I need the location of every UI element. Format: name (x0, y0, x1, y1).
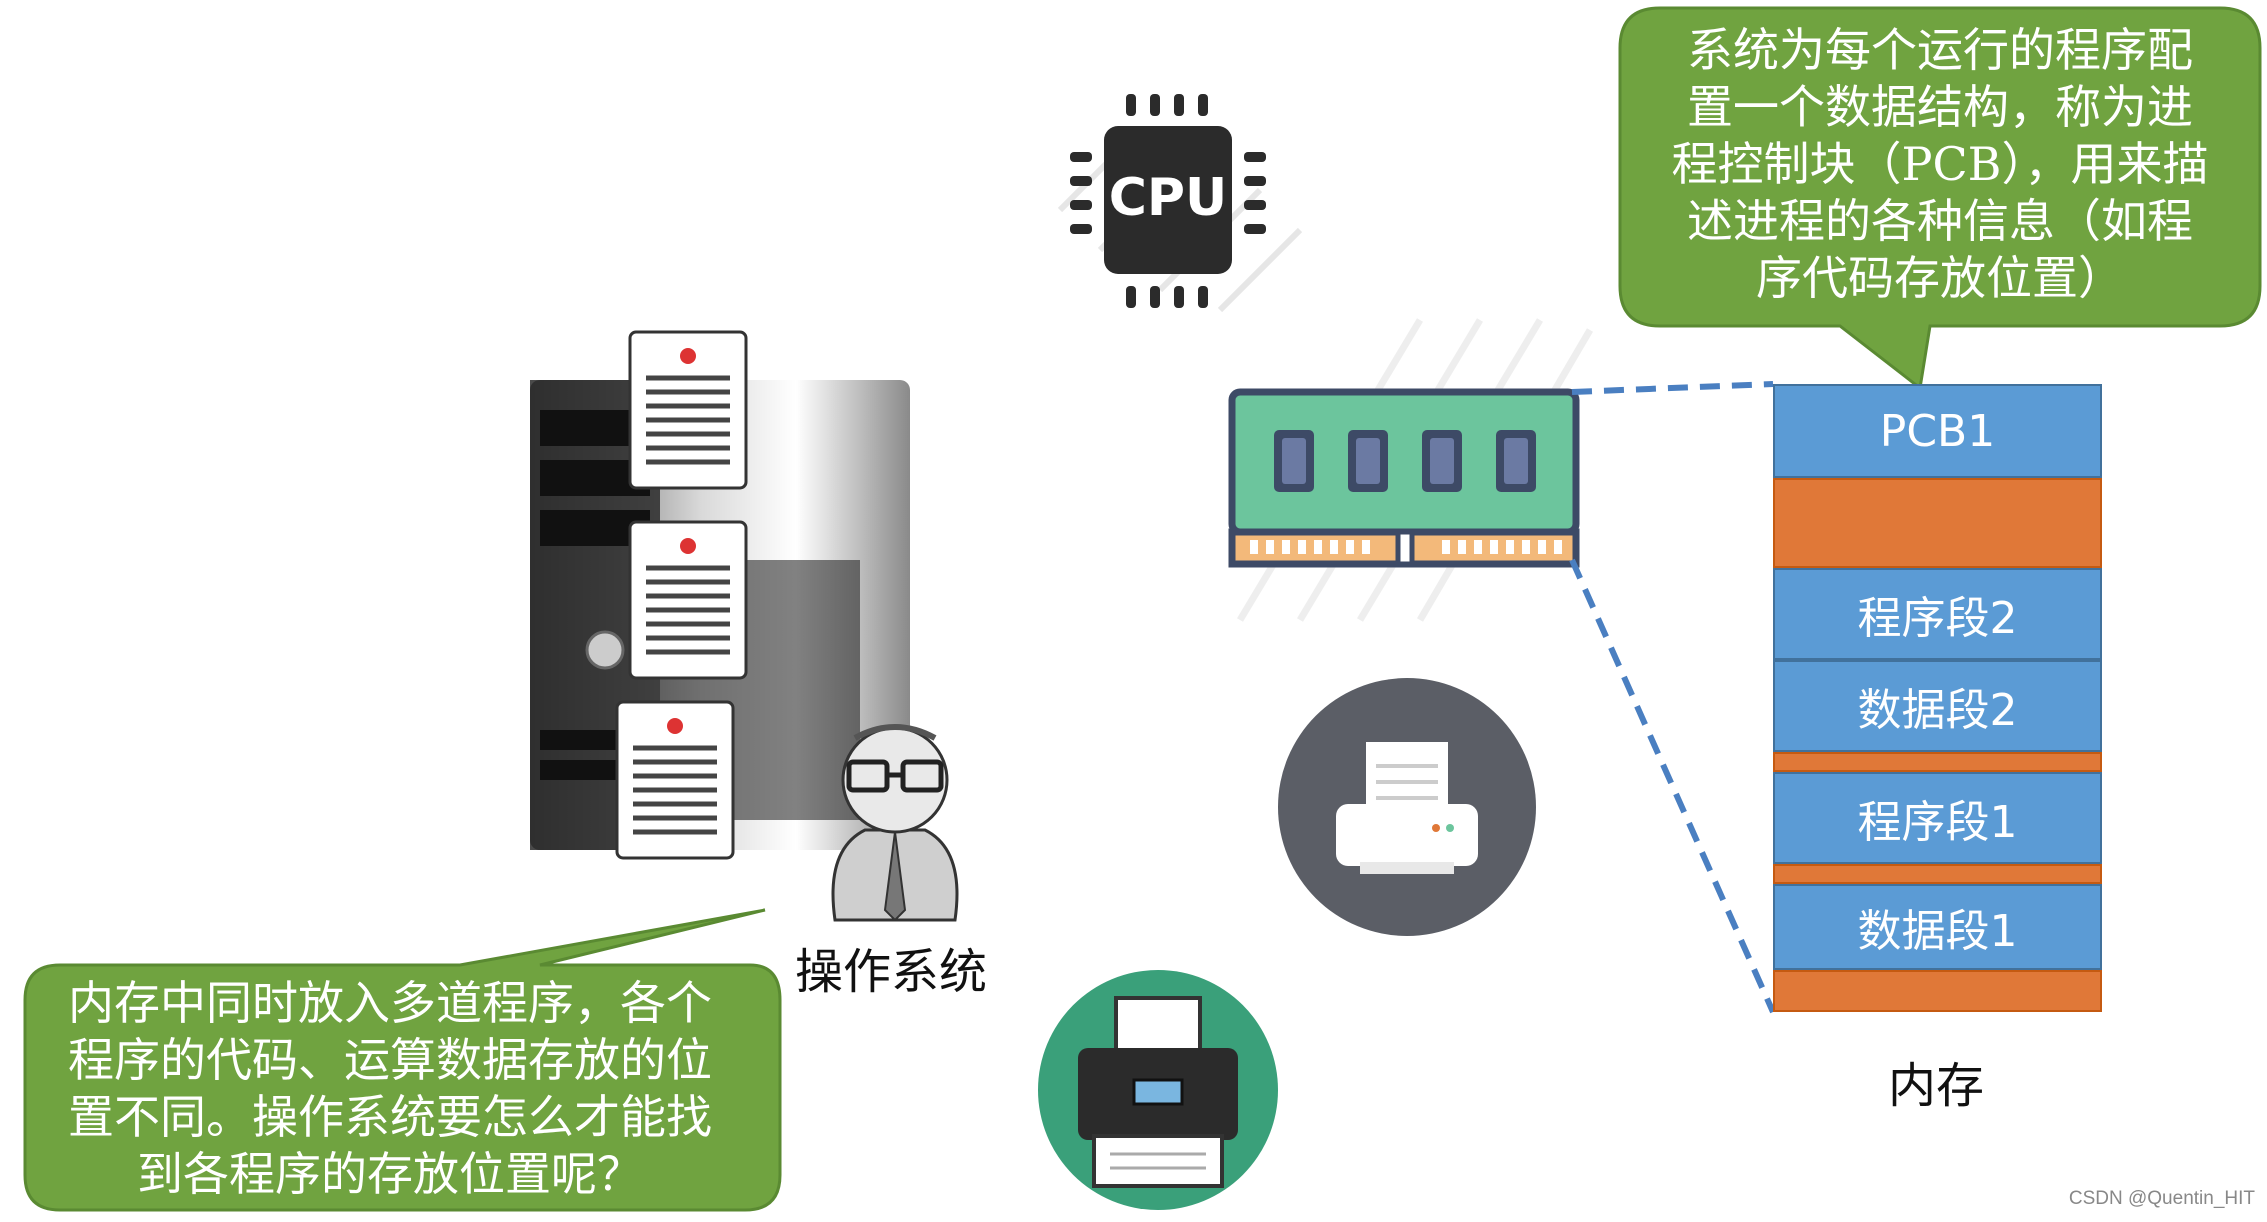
question-callout-bubble (23, 908, 782, 1212)
memory-block-label: PCB1 (1879, 405, 1996, 457)
pcb-callout-line: 系统为每个运行的程序配 (1687, 23, 2193, 77)
question-callout-line: 内存中同时放入多道程序，各个 (68, 976, 712, 1030)
pcb-callout-line: 序代码存放位置） (1756, 251, 2124, 305)
memory-block-label: 数据段2 (1857, 685, 2018, 736)
pcb-callout-line: 述进程的各种信息（如程 (1687, 194, 2193, 248)
pcb-callout-line: 置一个数据结构，称为进 (1687, 80, 2193, 134)
memory-block-label: 数据段1 (1857, 906, 2018, 957)
memory-block-free (1773, 478, 2102, 568)
question-callout-line: 程序的代码、运算数据存放的位 (68, 1033, 712, 1087)
printer-icon (1278, 678, 1536, 936)
document-icon (615, 700, 735, 860)
question-callout-text: 内存中同时放入多道程序，各个 程序的代码、运算数据存放的位 置不同。操作系统要怎… (40, 975, 740, 1203)
memory-label: 内存 (1888, 1058, 1985, 1114)
ram-module-icon (1228, 318, 1594, 622)
question-callout-line: 置不同。操作系统要怎么才能找 (68, 1090, 712, 1144)
pcb-callout-bubble (1618, 6, 2262, 391)
cpu-label: CPU (1108, 168, 1228, 228)
pcb-callout-line: 程控制块（PCB），用来描 (1671, 137, 2209, 191)
memory-block-label: 程序段1 (1857, 797, 2018, 848)
memory-block-label: 程序段2 (1857, 593, 2018, 644)
memory-block-data-1: 数据段1 (1773, 884, 2102, 970)
memory-block-code-1: 程序段1 (1773, 772, 2102, 864)
memory-block-free (1773, 970, 2102, 1012)
watermark: CSDN @Quentin_HIT (2068, 1188, 2255, 1209)
pcb-callout-text: 系统为每个运行的程序配 置一个数据结构，称为进 程控制块（PCB），用来描 述进… (1640, 22, 2240, 307)
memory-block-data-2: 数据段2 (1773, 660, 2102, 752)
memory-block-pcb1: PCB1 (1773, 384, 2102, 478)
cpu-icon (1057, 94, 1303, 313)
memory-block-free (1773, 752, 2102, 772)
document-icon (628, 520, 748, 680)
printer-color-icon (1038, 970, 1278, 1210)
memory-block-free (1773, 864, 2102, 884)
question-callout-line: 到各程序的存放位置呢？ (137, 1147, 643, 1201)
document-icon (628, 330, 748, 490)
operating-system-label: 操作系统 (795, 944, 988, 1000)
operating-system-person-icon (831, 724, 959, 922)
memory-block-code-2: 程序段2 (1773, 568, 2102, 660)
